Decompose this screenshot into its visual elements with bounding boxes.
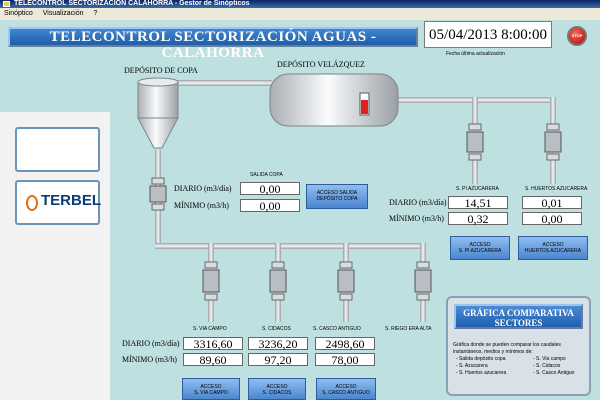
terbel-logo: TERBEL bbox=[15, 180, 101, 225]
grafica-description: Gráfica donde se pueden comparar los cau… bbox=[453, 342, 561, 355]
pipe-segment bbox=[550, 97, 556, 125]
pipe-segment bbox=[155, 243, 425, 249]
last-update-caption: Fecha última actualización bbox=[446, 51, 505, 57]
diario-label: DIARIO (m3/día) bbox=[389, 198, 447, 207]
grafica-list-left: - Salida depósito copa - S. Azucarera - … bbox=[456, 356, 507, 376]
huertos-azucarera-minimo: 0,00 bbox=[522, 212, 582, 225]
grafica-list-right: - S. Via campo - S. Cidacos - S. Casco A… bbox=[533, 356, 575, 376]
diario-label: DIARIO (m3/día) bbox=[122, 339, 180, 348]
pipe-segment bbox=[420, 300, 426, 322]
grafica-comparativa-button[interactable]: GRÁFICA COMPARATIVA SECTORES bbox=[454, 304, 583, 329]
minimo-label: MÍNIMO (m3/h) bbox=[122, 355, 177, 364]
meter-cidacos bbox=[269, 261, 287, 301]
pipe-segment bbox=[172, 80, 272, 86]
meter-riego-era-alta bbox=[414, 261, 432, 301]
menu-sinoptico[interactable]: Sinóptico bbox=[4, 10, 33, 17]
pipe-segment bbox=[343, 243, 349, 263]
menu-visualizacion[interactable]: Visualización bbox=[42, 10, 84, 17]
level-indicator bbox=[361, 100, 368, 114]
via-campo-diario: 3316,60 bbox=[183, 337, 243, 350]
cidacos-minimo: 97,20 bbox=[248, 353, 308, 366]
stop-button[interactable]: STOP bbox=[567, 26, 587, 46]
pipe-segment bbox=[420, 243, 426, 263]
pi-azucarera-minimo: 0,32 bbox=[448, 212, 508, 225]
acceso-pi-azucarera-button[interactable]: ACCESO S. PI AZUCARERA bbox=[450, 236, 510, 260]
tank-velazquez bbox=[269, 73, 399, 127]
tank-velazquez-label: DEPÓSITO VELÁZQUEZ bbox=[277, 60, 365, 69]
pipe-segment bbox=[472, 97, 478, 125]
meter-huertos-azucarera bbox=[544, 123, 562, 161]
casco-antiguo-diario: 2498,60 bbox=[315, 337, 375, 350]
acceso-huertos-azucarera-button[interactable]: ACCESO HUERTOS AZUCARERA bbox=[518, 236, 588, 260]
window-titlebar: TELECONTROL SECTORIZACIÓN CALAHORRA - Ge… bbox=[0, 0, 600, 8]
minimo-label: MÍNIMO (m3/h) bbox=[389, 214, 444, 223]
meter-via-campo bbox=[202, 261, 220, 301]
via-campo-minimo: 89,60 bbox=[183, 353, 243, 366]
grafica-panel: GRÁFICA COMPARATIVA SECTORES Gráfica don… bbox=[446, 296, 591, 396]
huertos-azucarera-diario: 0,01 bbox=[522, 196, 582, 209]
bolt-icon bbox=[26, 195, 38, 211]
acceso-via-campo-button[interactable]: ACCESO S. VIA CAMPO bbox=[182, 378, 240, 400]
salida-copa-title: SALIDA COPA bbox=[250, 172, 283, 178]
blank-panel bbox=[15, 127, 100, 172]
sector-cidacos-name: S. CIDACOS bbox=[262, 326, 291, 332]
sector-via-campo-name: S. VIA CAMPO bbox=[193, 326, 227, 332]
pipe-segment bbox=[275, 300, 281, 322]
pipe-segment bbox=[472, 160, 478, 184]
menu-help[interactable]: ? bbox=[93, 10, 98, 17]
window-title: TELECONTROL SECTORIZACIÓN CALAHORRA - Ge… bbox=[14, 0, 250, 7]
tank-copa bbox=[137, 77, 179, 149]
pipe-segment bbox=[208, 300, 214, 322]
page-title: TELECONTROL SECTORIZACIÓN AGUAS - CALAHO… bbox=[8, 27, 418, 61]
pipe-segment bbox=[343, 300, 349, 322]
acceso-salida-copa-button[interactable]: ACCESO SALIDA DEPÓSITO COPA bbox=[306, 184, 368, 209]
minimo-label: MÍNIMO (m3/h) bbox=[174, 201, 229, 210]
meter-pi-azucarera bbox=[466, 123, 484, 161]
tank-copa-label: DEPÓSITO DE COPA bbox=[124, 66, 198, 75]
last-update-datetime: 05/04/2013 8:00:00 bbox=[424, 21, 552, 48]
salida-copa-minimo: 0,00 bbox=[240, 199, 300, 212]
sector-casco-antiguo-name: S. CASCO ANTIGUO bbox=[313, 326, 361, 332]
meter-casco-antiguo bbox=[337, 261, 355, 301]
sector-pi-azucarera-name: S. PI AZUCARERA bbox=[456, 186, 499, 192]
pipe-segment bbox=[275, 243, 281, 263]
diario-label: DIARIO (m3/día) bbox=[174, 184, 232, 193]
casco-antiguo-minimo: 78,00 bbox=[315, 353, 375, 366]
pi-azucarera-diario: 14,51 bbox=[448, 196, 508, 209]
cidacos-diario: 3236,20 bbox=[248, 337, 308, 350]
app-icon bbox=[3, 1, 10, 7]
pipe-segment bbox=[550, 160, 556, 184]
salida-copa-diario: 0,00 bbox=[240, 182, 300, 195]
pipe-segment bbox=[208, 243, 214, 263]
acceso-casco-antiguo-button[interactable]: ACCESO S. CASCO ANTIGUO bbox=[316, 378, 376, 400]
sector-huertos-azucarera-name: S. HUERTOS AZUCARERA bbox=[525, 186, 588, 192]
acceso-cidacos-button[interactable]: ACCESO S. CIDACOS bbox=[248, 378, 306, 400]
meter-salida-copa bbox=[149, 177, 167, 211]
sector-riego-era-alta-name: S. RIEGO ERA ALTA bbox=[385, 326, 432, 332]
menu-bar: Sinóptico Visualización ? bbox=[0, 8, 600, 20]
